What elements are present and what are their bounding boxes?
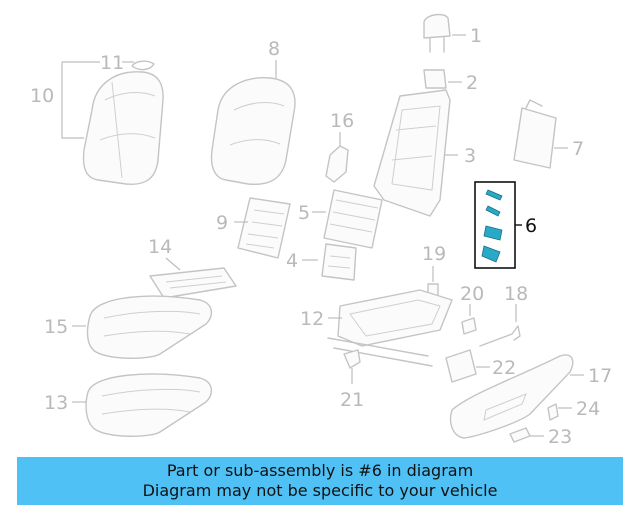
svg-text:9: 9 [216,212,228,234]
callout-10: 10 [30,61,100,139]
callout-6: 6 [515,215,537,237]
callout-9: 9 [216,212,248,234]
callout-16: 16 [330,110,354,146]
info-banner: Part or sub-assembly is #6 in diagram Di… [17,457,623,505]
svg-text:14: 14 [148,236,172,258]
svg-text:21: 21 [340,389,364,411]
part-5-lumbar [323,189,383,249]
banner-line-2: Diagram may not be specific to your vehi… [142,481,498,500]
part-18-lever [479,325,521,347]
part-2-guide [423,69,447,89]
part-3-seatback-frame [373,89,451,217]
callout-4: 4 [286,250,318,272]
banner-line-1: Part or sub-assembly is #6 in diagram [166,461,474,480]
callout-15: 15 [44,316,86,338]
svg-text:8: 8 [268,38,280,60]
callout-7: 7 [554,138,584,160]
callout-12: 12 [300,308,342,330]
callout-17: 17 [570,365,612,387]
part-21-bracket [343,349,361,369]
callout-20: 20 [460,283,484,316]
callout-2: 2 [448,72,478,94]
svg-text:17: 17 [588,365,612,387]
svg-text:15: 15 [44,316,68,338]
callout-3: 3 [444,145,476,167]
svg-text:22: 22 [492,357,516,379]
part-7-panel [513,99,557,169]
part-14-heater-mat [149,267,237,299]
svg-text:11: 11 [100,52,124,74]
svg-text:3: 3 [464,145,476,167]
callout-24: 24 [558,398,600,420]
part-16-bracket [325,145,349,183]
svg-text:6: 6 [525,215,537,237]
svg-text:24: 24 [576,398,600,420]
part-9-mat [237,197,291,259]
svg-text:23: 23 [548,426,572,448]
svg-text:12: 12 [300,308,324,330]
part-12-seat-frame [327,289,453,367]
part-17-side-shield [449,354,574,439]
part-8-seatback-pad [210,77,296,186]
part-13-cushion-pad [85,373,213,437]
svg-text:2: 2 [466,72,478,94]
svg-text:16: 16 [330,110,354,132]
part-4-motor [321,243,357,281]
svg-text:4: 4 [286,250,298,272]
part-15-cushion-cover [86,295,213,359]
part-10-seatback-cover [82,60,164,185]
callout-13: 13 [44,392,86,414]
svg-text:19: 19 [422,243,446,265]
part-24-knob [547,403,559,421]
callout-1: 1 [452,25,482,47]
callout-14: 14 [148,236,181,271]
part-23-button [509,427,531,443]
svg-text:5: 5 [298,202,310,224]
svg-text:7: 7 [572,138,584,160]
part-22-switch [445,349,477,383]
callout-5: 5 [298,202,326,224]
svg-text:20: 20 [460,283,484,305]
callout-19: 19 [422,243,446,282]
callout-8: 8 [268,38,280,78]
svg-text:18: 18 [504,283,528,305]
part-20-cap [461,317,477,335]
callout-21: 21 [340,368,364,411]
callout-18: 18 [504,283,528,322]
callout-11: 11 [100,52,134,74]
callout-23: 23 [530,426,572,448]
svg-text:1: 1 [470,25,482,47]
svg-text:10: 10 [30,85,54,107]
part-6-group [474,181,516,269]
callout-22: 22 [476,357,516,379]
part-1-headrest [423,13,451,53]
svg-text:13: 13 [44,392,68,414]
